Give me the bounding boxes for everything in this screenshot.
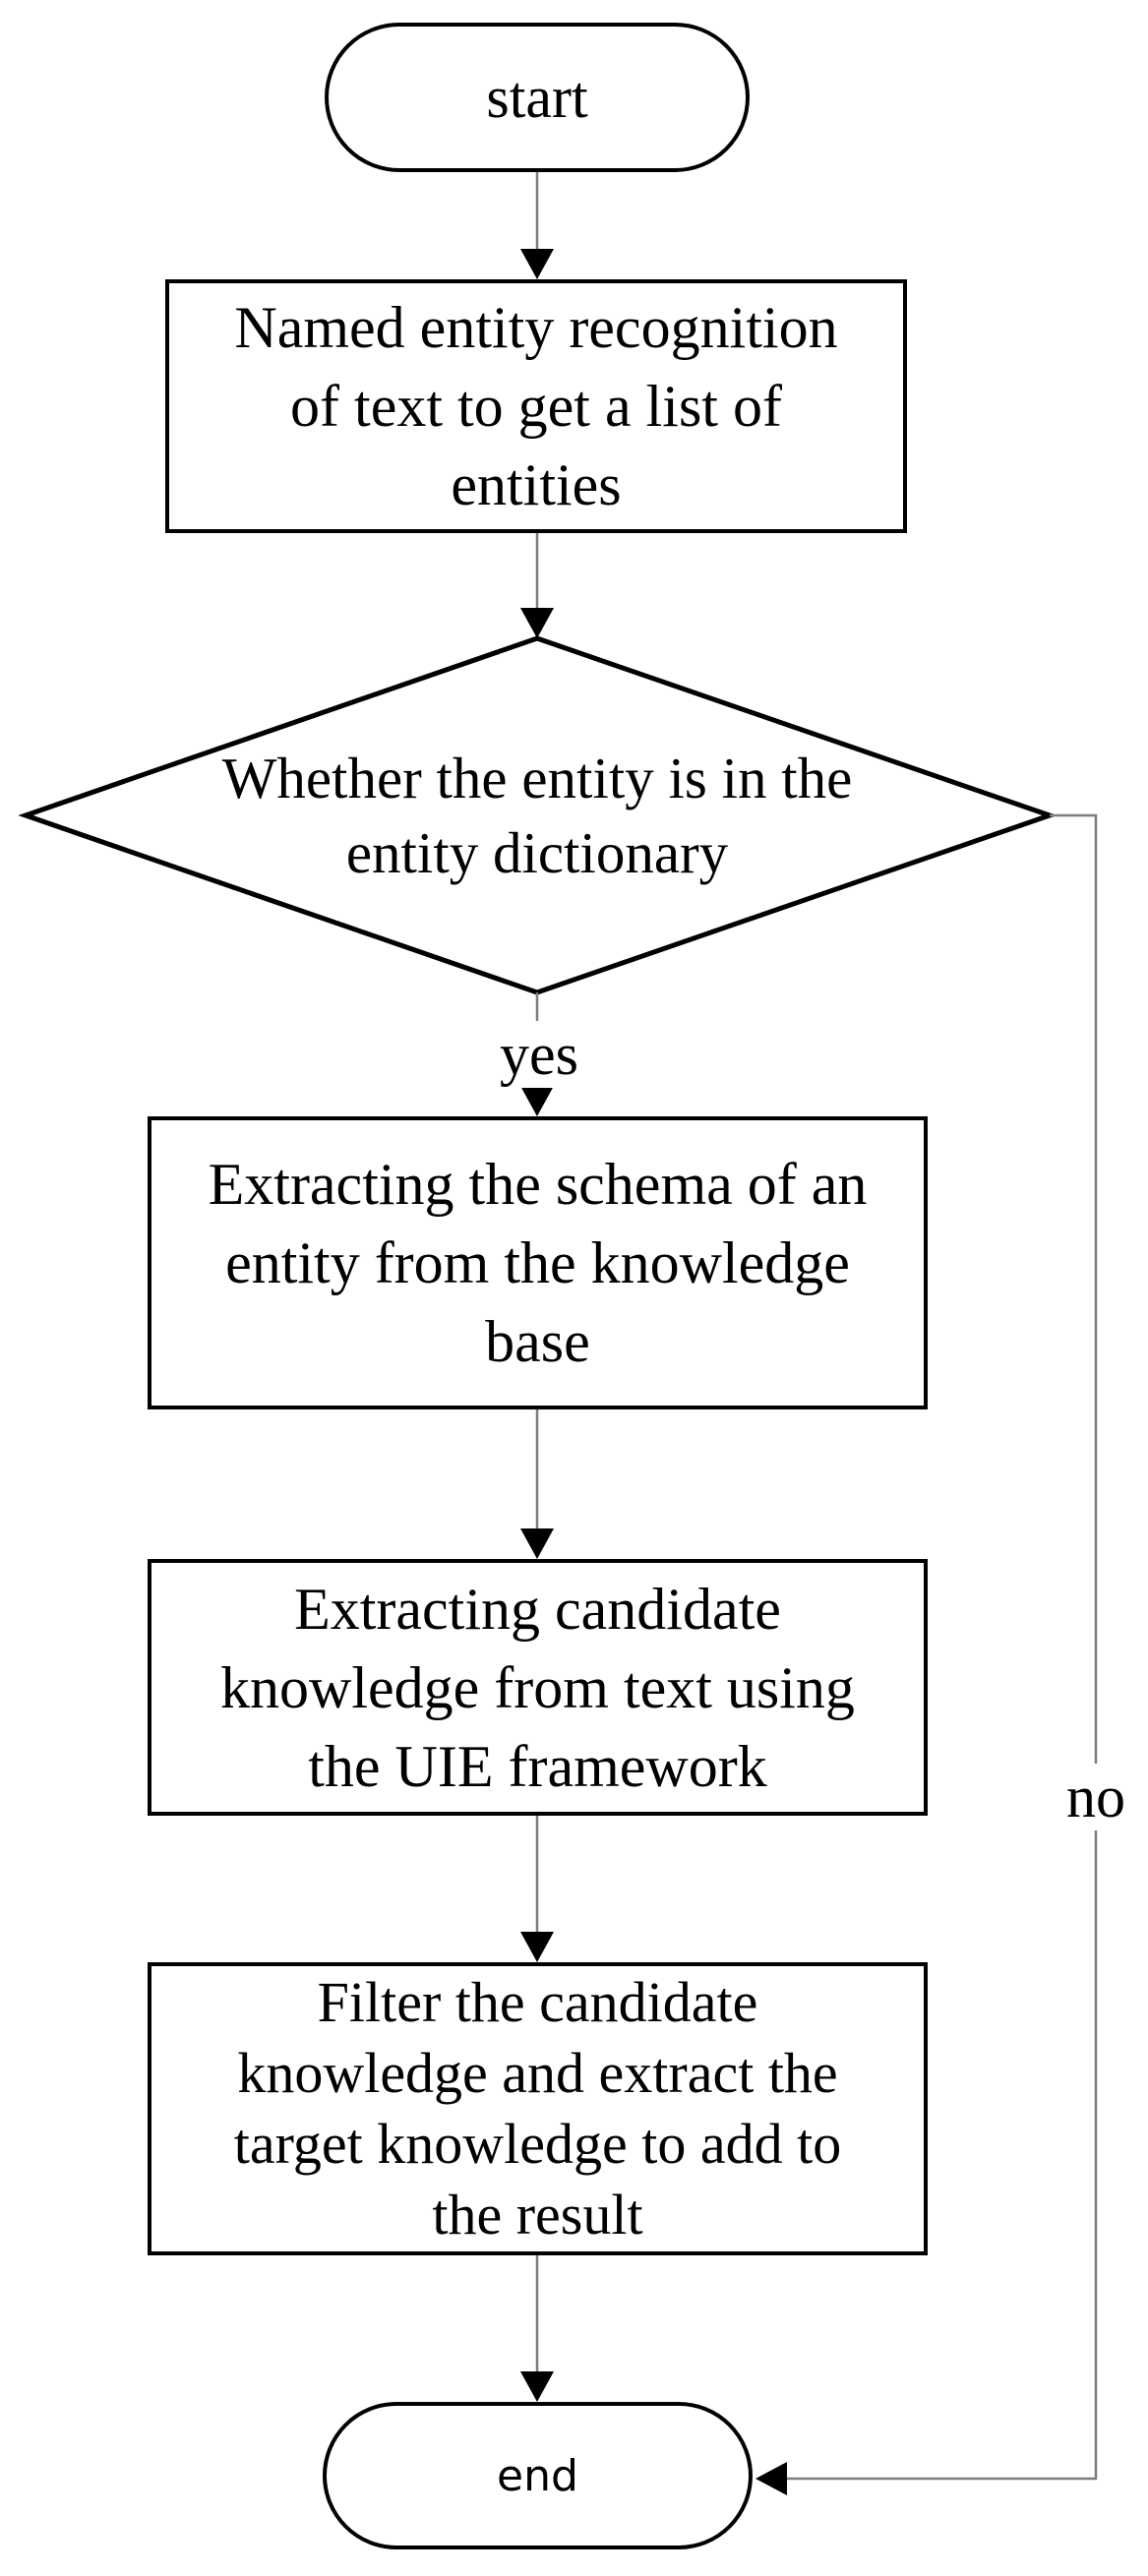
node-end-label: end [497,2450,578,2501]
node-uie-extraction-label: Extracting candidate knowledge from text… [220,1576,855,1799]
node-extract-schema-label: Extracting the schema of an entity from … [208,1152,868,1374]
arrowhead-down-icon [520,608,554,638]
node-decision-entity-dictionary: Whether the entity is in the entity dict… [94,638,980,992]
arrowhead-down-icon [520,1932,554,1962]
node-decision-label: Whether the entity is in the entity dict… [221,746,853,885]
arrowhead-down-icon [520,1086,554,1116]
node-start-label: start [486,64,588,130]
arrowhead-down-icon [520,1528,554,1559]
node-start: start [325,23,750,172]
node-uie-extraction: Extracting candidate knowledge from text… [148,1559,928,1816]
node-filter-knowledge: Filter the candidate knowledge and extra… [148,1962,928,2255]
node-named-entity-recognition-label: Named entity recognition of text to get … [234,295,838,517]
node-named-entity-recognition: Named entity recognition of text to get … [165,279,907,533]
arrowhead-down-icon [520,249,554,279]
edge-label-no: no [1060,1764,1131,1830]
arrowhead-down-icon [520,2371,554,2402]
node-end: end [323,2402,753,2549]
connector-decision-no-to-end [787,813,1098,2481]
arrowhead-left-icon [755,2462,787,2495]
edge-label-yes: yes [494,1021,584,1088]
node-extract-schema: Extracting the schema of an entity from … [148,1116,928,1409]
node-filter-knowledge-label: Filter the candidate knowledge and extra… [233,1970,842,2247]
